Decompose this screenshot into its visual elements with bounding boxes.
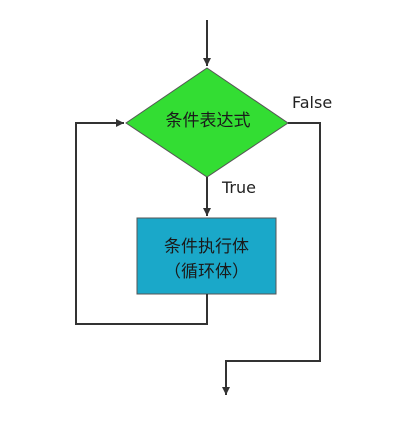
loop-body-line-2: （循环体） xyxy=(164,262,249,282)
loop-body-box xyxy=(136,217,277,295)
true-branch-label: True xyxy=(222,178,256,197)
false-branch-label: False xyxy=(292,93,333,112)
loop-body-line-1: 条件执行体 xyxy=(164,237,249,257)
loop-body-label: 条件执行体 （循环体） xyxy=(137,235,276,285)
false-branch-arrow xyxy=(222,122,321,395)
condition-label: 条件表达式 xyxy=(165,111,251,131)
loop-back-arrow xyxy=(75,119,208,325)
